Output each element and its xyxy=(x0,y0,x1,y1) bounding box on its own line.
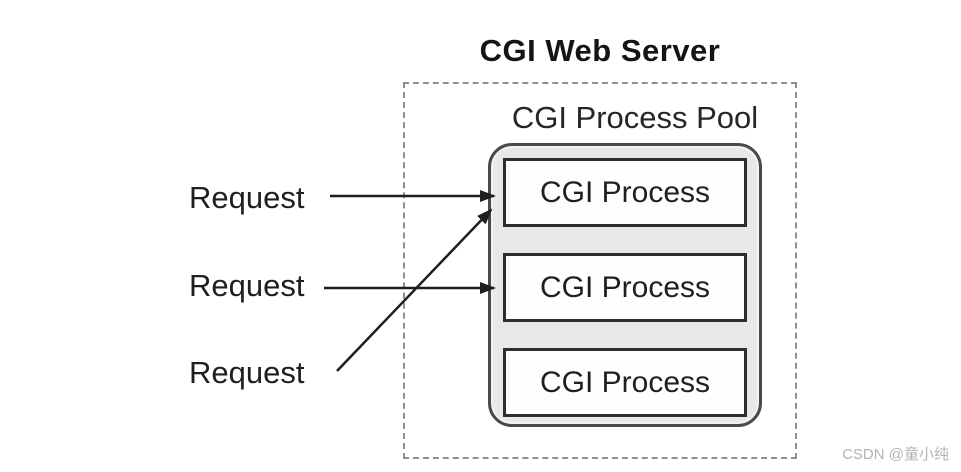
cgi-process-label-1: CGI Process xyxy=(539,175,711,209)
request-label-2: Request xyxy=(189,268,305,303)
cgi-process-box-1: CGI Process xyxy=(503,158,747,227)
request-label-3: Request xyxy=(189,355,305,390)
cgi-process-label-2: CGI Process xyxy=(539,270,711,304)
watermark: CSDN @童小纯 xyxy=(842,446,949,463)
request-label-1: Request xyxy=(189,180,305,215)
cgi-process-box-2: CGI Process xyxy=(503,253,747,322)
pool-title: CGI Process Pool xyxy=(511,100,759,135)
diagram-title: CGI Web Server xyxy=(479,33,721,68)
cgi-process-label-3: CGI Process xyxy=(539,365,711,399)
cgi-process-box-3: CGI Process xyxy=(503,348,747,417)
